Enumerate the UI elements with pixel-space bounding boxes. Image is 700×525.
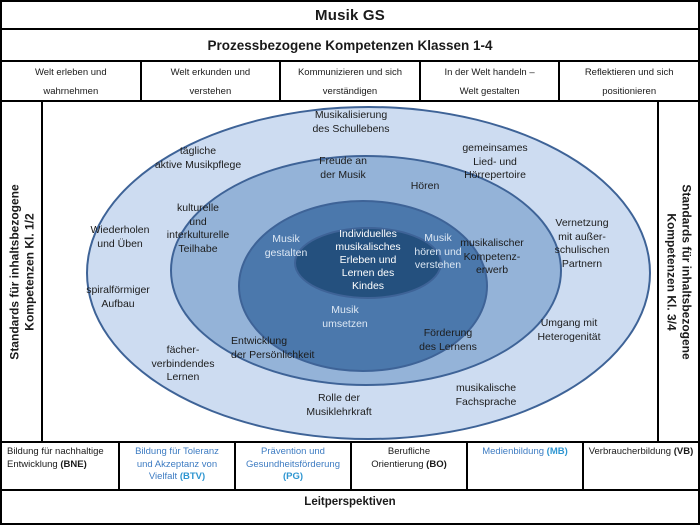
- process-competency-cell-welt-handeln: In der Welt handeln –Welt gestalten: [418, 62, 559, 100]
- process-competencies-title: Prozessbezogene Kompetenzen Klassen 1-4: [2, 30, 698, 62]
- label-hoeren: Hören: [410, 180, 440, 192]
- page-title: Musik GS: [2, 2, 698, 30]
- leitperspektive-mb-abbr: (MB): [546, 446, 568, 457]
- leitperspektive-cell-vb: Verbraucherbildung (VB): [582, 443, 698, 489]
- leitperspektive-vb-text: Verbraucherbildung: [588, 446, 672, 457]
- leitperspektive-mb-text: Medienbildung: [482, 446, 545, 457]
- leitperspektive-cell-mb: Medienbildung (MB): [466, 443, 582, 489]
- leitperspektive-pg-abbr: (PG): [282, 471, 304, 482]
- leitperspektiven-title: Leitperspektiven: [304, 496, 396, 508]
- leitperspektive-vb-abbr: (VB): [673, 446, 694, 457]
- leitperspektive-bne-abbr: (BNE): [60, 458, 87, 470]
- leitperspektive-btv-abbr: (BTV): [179, 471, 206, 482]
- leitperspektive-bo-abbr: (BO): [426, 458, 447, 470]
- ellipse-core: [294, 227, 442, 299]
